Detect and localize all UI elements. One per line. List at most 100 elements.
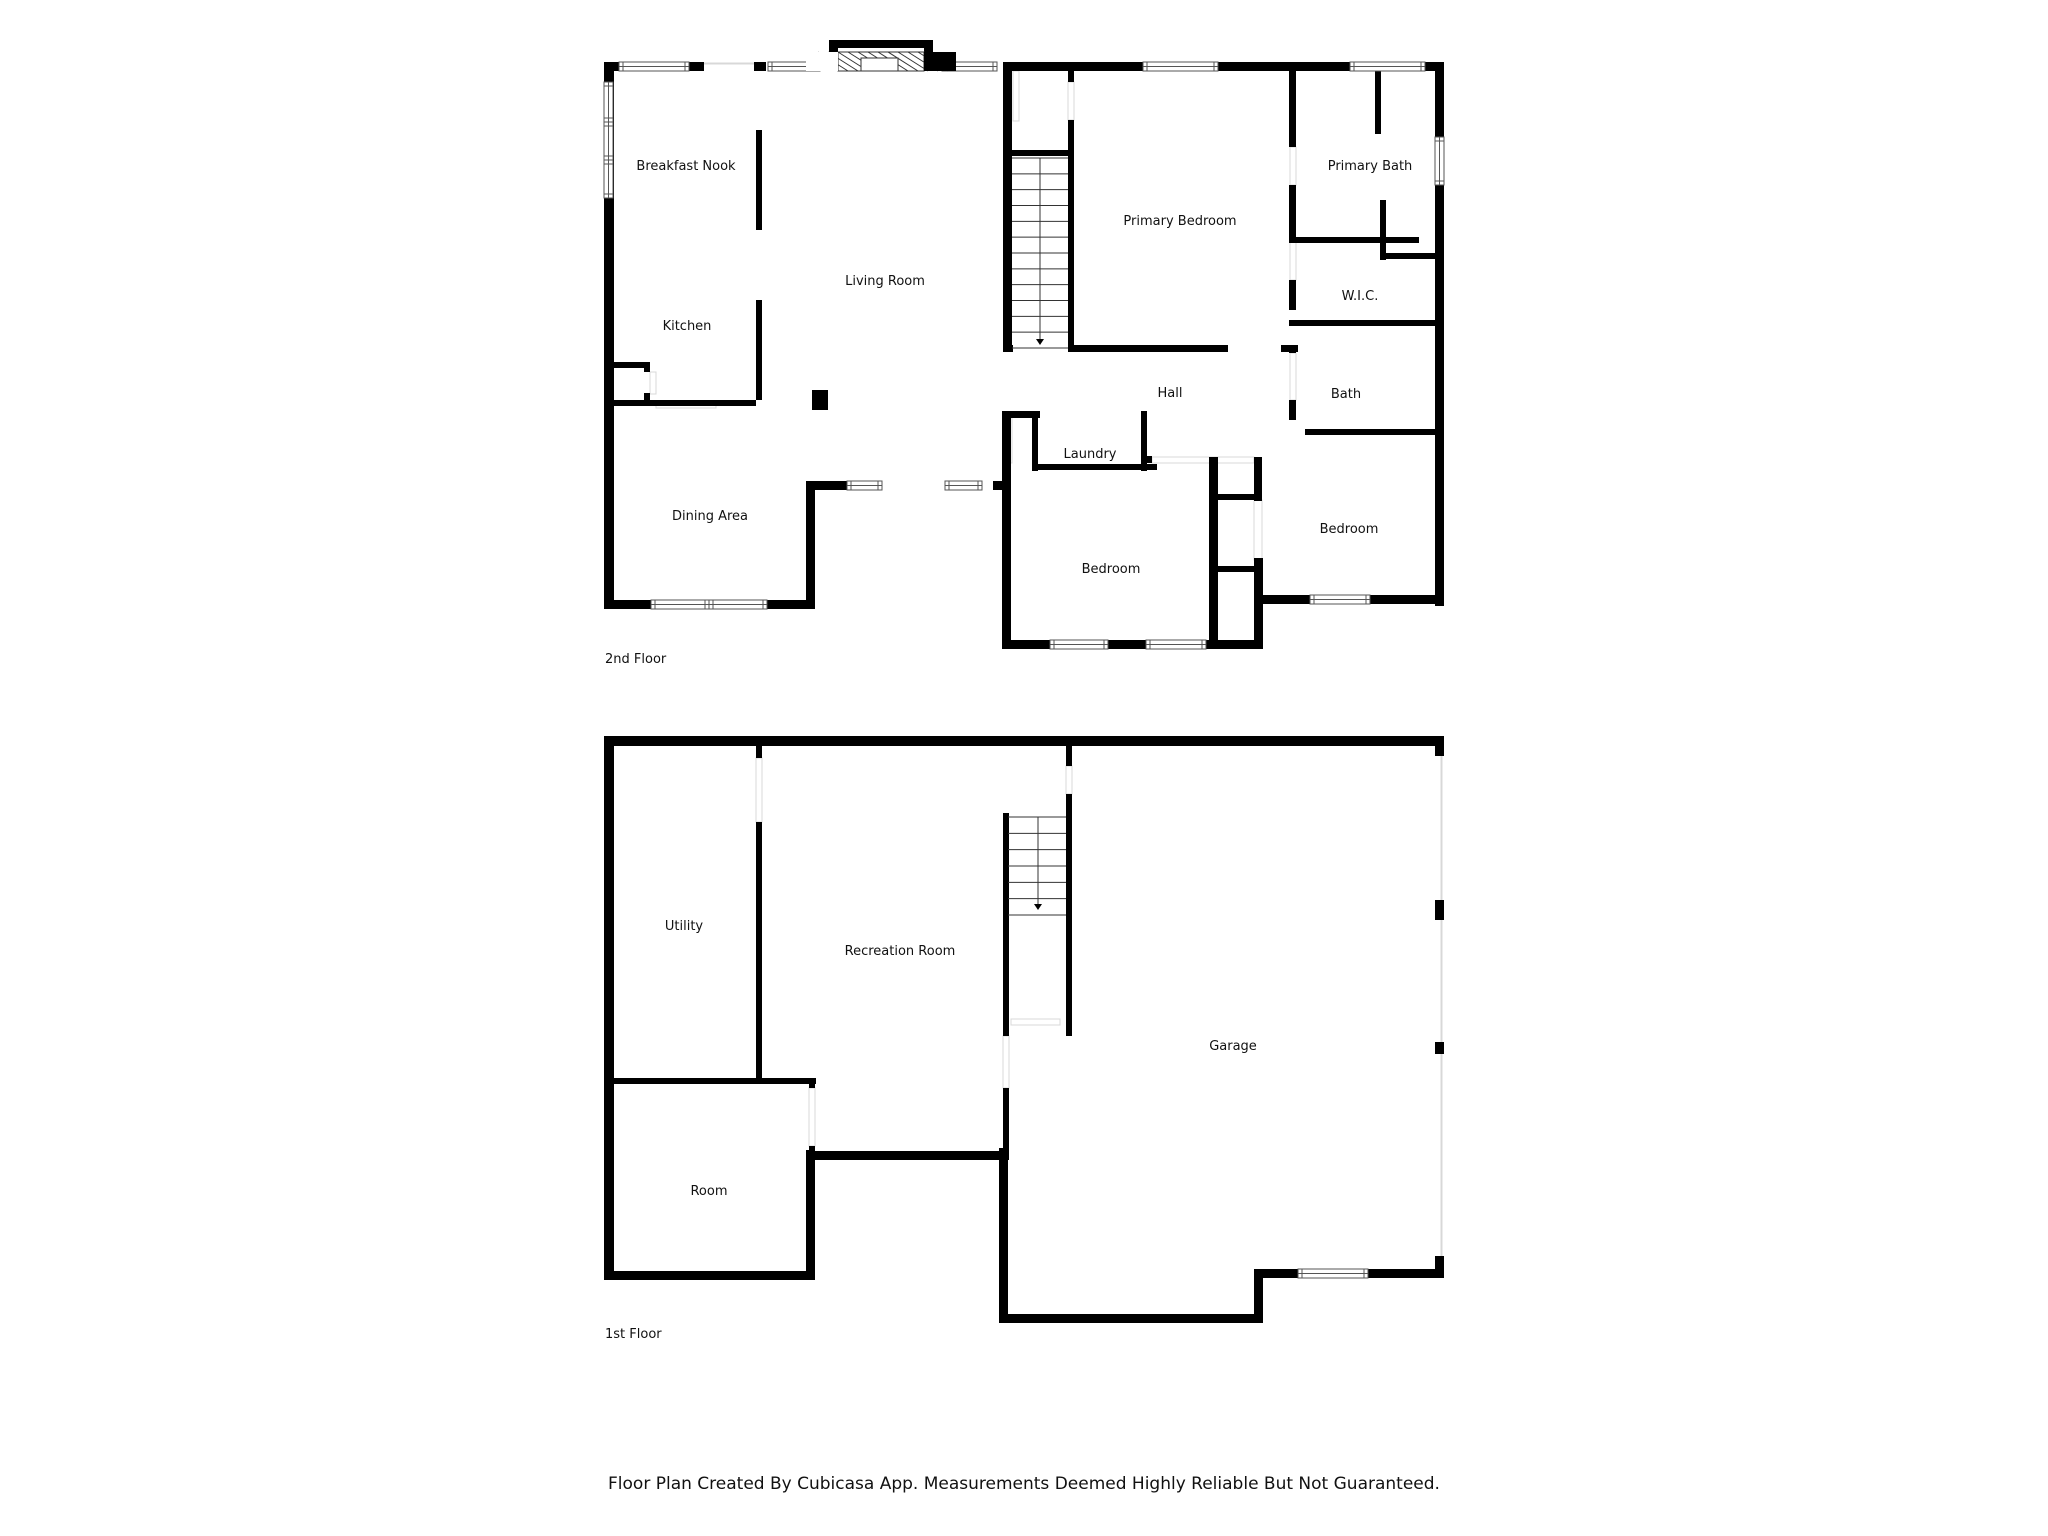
wall-segment <box>1068 120 1074 352</box>
wall-segment <box>1435 1042 1444 1054</box>
room-label: W.I.C. <box>1342 289 1379 304</box>
room-label: Kitchen <box>663 319 712 334</box>
wall-segment <box>1002 411 1011 486</box>
door-opening <box>1067 81 1075 121</box>
walls-first-floor <box>604 736 1444 1323</box>
wall-segment <box>1305 429 1438 435</box>
wall-segment <box>1209 457 1218 642</box>
wall-segment <box>604 1271 814 1280</box>
wall-segment <box>604 736 614 1280</box>
wall-segment <box>754 62 766 71</box>
wall-segment <box>1141 411 1147 471</box>
window-icon <box>1349 61 1426 72</box>
door-opening <box>1440 919 1443 1043</box>
wall-segment <box>1254 457 1262 501</box>
window-icon <box>846 480 883 491</box>
door-opening <box>755 757 763 823</box>
wall-segment <box>993 481 1009 490</box>
wall-segment <box>1289 280 1296 310</box>
wall-segment <box>999 1148 1008 1323</box>
wall-segment <box>1144 456 1152 463</box>
wall-segment <box>815 1151 1009 1160</box>
door-opening <box>1253 499 1263 561</box>
wall-segment <box>1289 185 1296 240</box>
window-icon <box>1142 61 1219 72</box>
room-label: Bedroom <box>1320 522 1379 537</box>
door-opening <box>1440 755 1443 901</box>
wall-segment <box>1289 62 1296 147</box>
wall-segment <box>1012 150 1072 156</box>
wall-segment <box>1435 62 1444 606</box>
wall-segment <box>604 736 1444 746</box>
wall-segment <box>1289 345 1296 353</box>
window-icon <box>1049 639 1109 650</box>
wall-segment <box>604 400 756 406</box>
room-label: Living Room <box>845 274 925 289</box>
window-icon <box>708 599 768 610</box>
room-label: Primary Bath <box>1328 159 1413 174</box>
arrow-down-icon <box>1034 904 1042 910</box>
wall-segment <box>756 300 762 400</box>
wall-segment <box>1002 411 1040 418</box>
window-icon <box>618 61 690 72</box>
door-opening <box>1151 456 1211 464</box>
wall-segment <box>1380 253 1438 259</box>
room-label: Breakfast Nook <box>636 159 736 174</box>
wall-segment <box>1066 794 1072 1036</box>
window-icon <box>944 480 983 491</box>
window-icon <box>1145 639 1207 650</box>
wall-segment <box>1003 62 1012 352</box>
wall-segment <box>604 62 614 606</box>
wall-segment <box>806 481 815 609</box>
door-opening <box>1289 352 1297 401</box>
door-opening <box>1010 1018 1061 1026</box>
window-icon <box>1434 136 1445 186</box>
wall-segment <box>809 1146 815 1154</box>
wall-segment <box>1435 900 1444 920</box>
wall-segment <box>999 1314 1263 1323</box>
room-label: Room <box>690 1184 727 1199</box>
room-label: Dining Area <box>672 509 748 524</box>
wall-segment <box>1254 1269 1263 1323</box>
door-opening <box>1012 70 1020 122</box>
staircase <box>1008 816 1066 916</box>
room-label: Primary Bedroom <box>1123 214 1236 229</box>
door-opening <box>1289 146 1297 186</box>
room-label: Laundry <box>1064 447 1117 462</box>
wall-segment <box>1066 746 1072 766</box>
door-opening <box>1289 239 1297 281</box>
wall-segment <box>1002 486 1011 649</box>
room-label: Bath <box>1331 387 1361 402</box>
wall-segment <box>614 362 650 368</box>
staircase <box>1012 157 1068 349</box>
door-opening <box>1002 1035 1010 1089</box>
window-icon <box>603 121 614 161</box>
wall-segment <box>756 822 762 1084</box>
wall-segment <box>1003 345 1013 352</box>
wall-segment <box>1289 320 1439 326</box>
stairs-icon <box>1008 157 1068 916</box>
wall-segment <box>1435 736 1444 756</box>
wall-segment <box>1289 237 1419 243</box>
window-icon <box>603 159 614 199</box>
wall-segment <box>1032 464 1157 470</box>
door-opening <box>649 371 657 395</box>
wall-segment <box>806 481 851 490</box>
windows <box>603 61 1445 1279</box>
fireplace-icon <box>806 51 956 72</box>
window-icon <box>1297 1268 1369 1279</box>
wall-segment <box>1006 62 1444 71</box>
wall-segment <box>614 1078 816 1084</box>
window-icon <box>650 599 710 610</box>
room-label: Hall <box>1158 386 1183 401</box>
arrow-down-icon <box>1036 339 1044 345</box>
door-opening <box>703 62 755 65</box>
wall-segment <box>1380 200 1386 260</box>
window-icon <box>603 81 614 123</box>
wall-segment <box>812 390 828 410</box>
wall-segment <box>644 393 650 406</box>
wall-segment <box>644 362 650 372</box>
